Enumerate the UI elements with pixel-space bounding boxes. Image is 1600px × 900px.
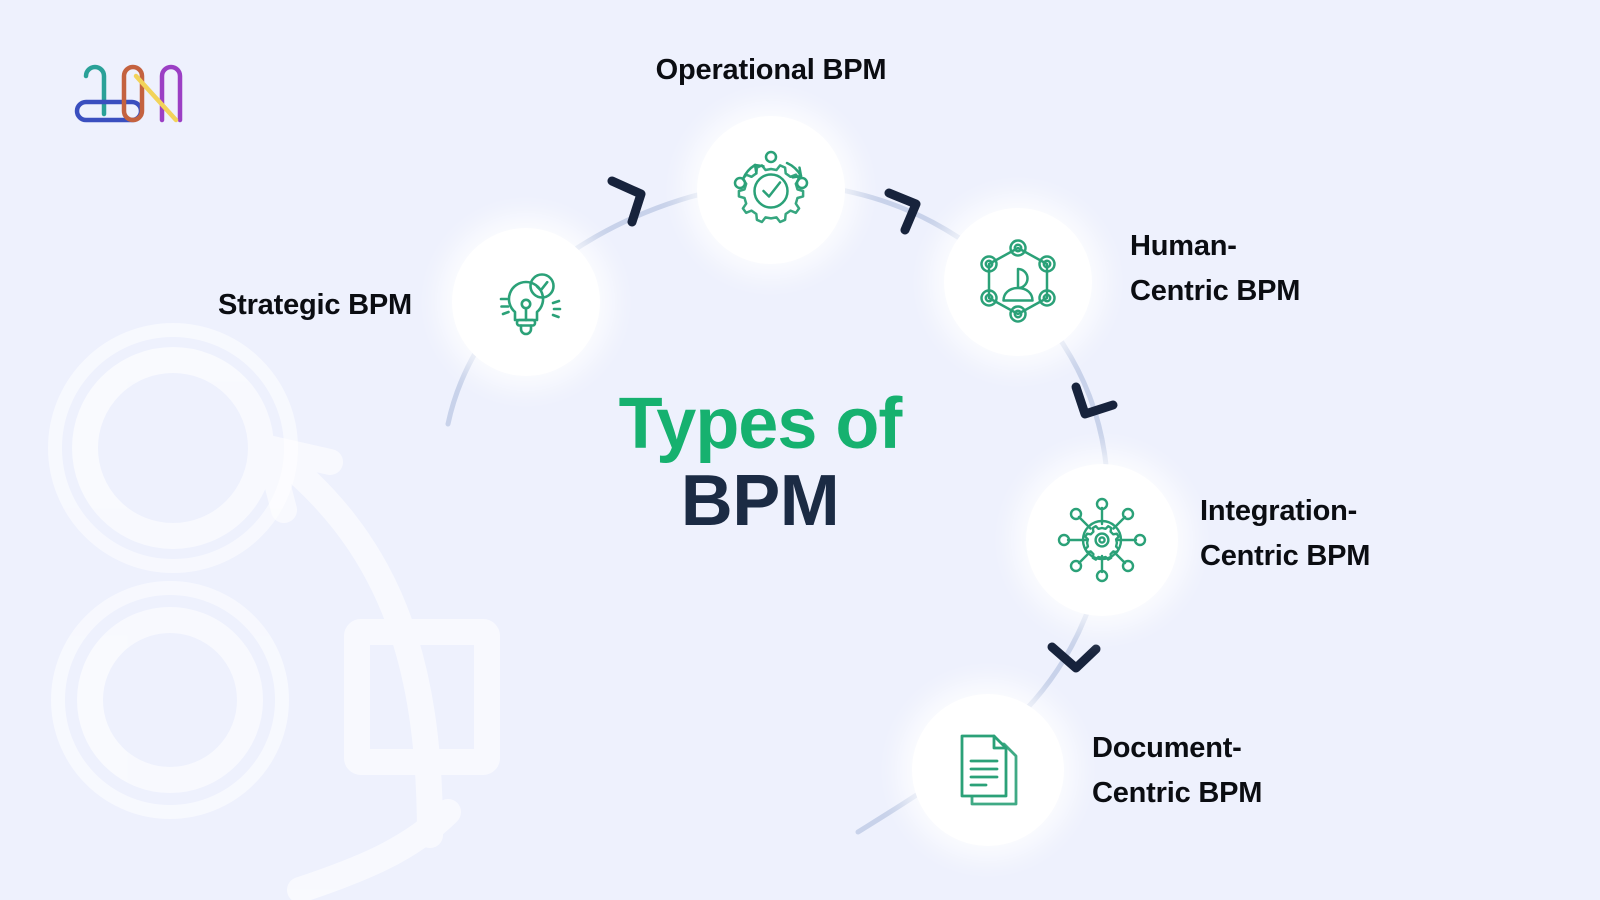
node-document-label: Document- Centric BPM [1092, 726, 1512, 816]
logo-stroke-purple [159, 64, 183, 123]
brand-logo[interactable] [70, 42, 190, 132]
watermark-square-outline [344, 619, 500, 775]
flow-arrow-marker-4 [1047, 642, 1101, 673]
node-integration-disc[interactable] [1026, 464, 1178, 616]
gear-hub-spoke-icon [1057, 497, 1147, 583]
logo-stroke-orange [121, 64, 145, 123]
logo-stroke-blue [74, 99, 144, 123]
node-integration-label-line2: Centric BPM [1200, 539, 1371, 572]
watermark-gear-outline-2 [77, 607, 263, 793]
logo-stroke-yellow [133, 73, 179, 123]
node-integration-label-line1: Integration- [1200, 495, 1358, 527]
page-title-line2: BPM [680, 461, 840, 542]
lightbulb-check-icon [499, 273, 562, 336]
flow-arrow-marker-2 [884, 188, 921, 235]
watermark-curved-arrow-2 [287, 799, 461, 900]
flow-arrow-marker-3 [1071, 382, 1118, 419]
node-operational-disc[interactable] [697, 116, 845, 264]
node-document-label-line1: Document- [1092, 732, 1242, 764]
node-document-disc[interactable] [912, 694, 1064, 846]
flow-arrow-marker-1 [607, 176, 646, 227]
node-human-disc[interactable] [944, 208, 1092, 356]
watermark-gear-outline [72, 347, 274, 549]
gear-check-cycle-icon [733, 150, 809, 224]
page-title-line1: Types of [618, 384, 903, 464]
node-operational-label: Operational BPM [521, 48, 1021, 93]
node-human-label-line2: Centric BPM [1130, 274, 1301, 307]
documents-icon [960, 734, 1018, 806]
watermark-curved-arrow [255, 435, 443, 848]
node-integration-label: Integration- Centric BPM [1200, 489, 1600, 579]
node-strategic-label-line1: Strategic BPM [218, 289, 412, 321]
node-strategic-label: Strategic BPM [0, 283, 412, 328]
page-title: Types of BPM [560, 384, 960, 542]
node-human-label: Human- Centric BPM [1130, 224, 1550, 314]
person-network-icon [980, 239, 1056, 323]
node-operational-label-line1: Operational BPM [655, 54, 887, 86]
node-human-label-line1: Human- [1130, 230, 1237, 262]
logo-stroke-teal [83, 64, 107, 117]
node-document-label-line2: Centric BPM [1092, 776, 1263, 809]
node-strategic-disc[interactable] [452, 228, 600, 376]
